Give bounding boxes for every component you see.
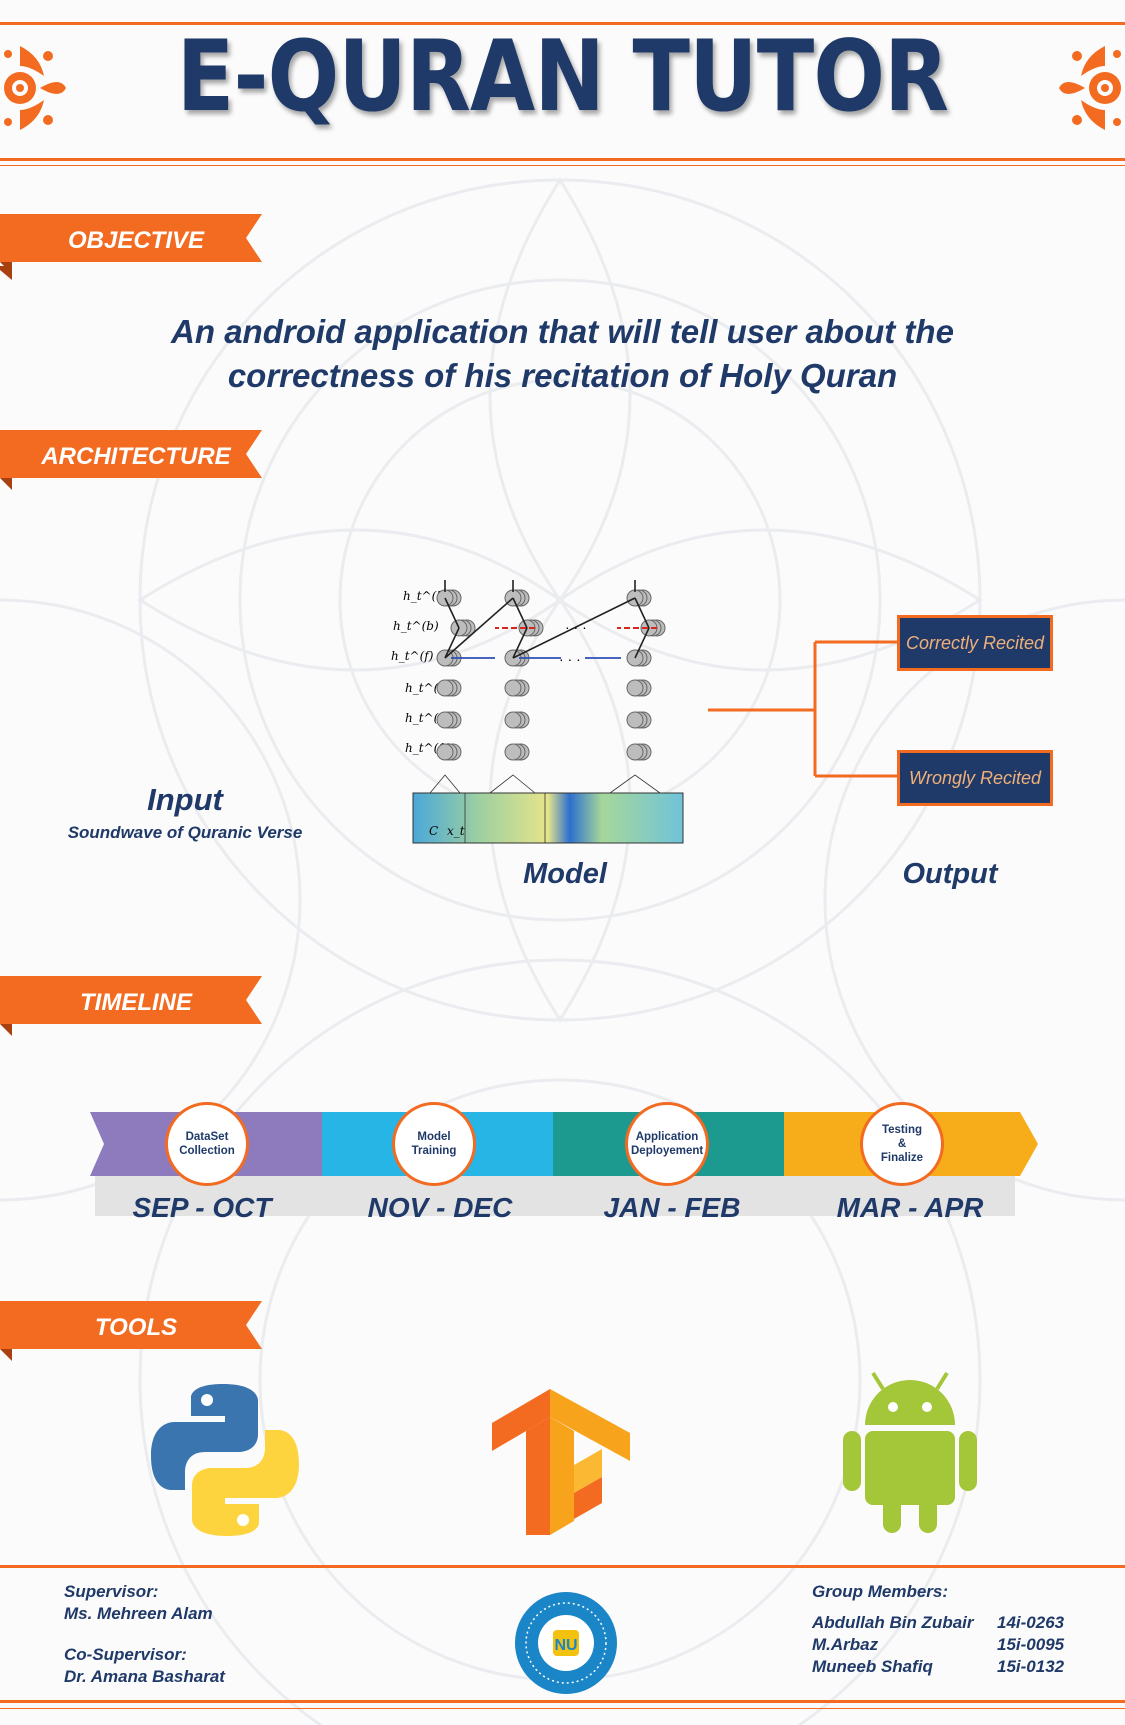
section-label-tools: TOOLS [94,1314,178,1341]
model-label-hf: h_t^(f) [391,649,434,663]
section-label-timeline: TIMELINE [80,989,192,1016]
model-label-xt: x_t [447,824,465,838]
footer-bottom-thin-line [0,1708,1125,1709]
model-node [504,711,522,729]
model-label-c: C [429,824,438,838]
ribbon-shape [0,430,262,490]
model-node [626,743,644,761]
output-title: Output [902,858,998,890]
timeline-stage-4-label: Testing & Finalize [860,1102,944,1186]
member-3-id: 15i-0132 [997,1657,1065,1676]
input-title: Input [147,782,223,817]
member-1-name: Abdullah Bin Zubair [812,1613,974,1632]
python-logo-icon [151,1384,299,1536]
ornament-right-icon [1059,46,1121,130]
tensorflow-logo-icon [492,1389,630,1535]
stage-1-line-1: DataSet [185,1131,229,1143]
cosupervisor-name: Dr. Amana Basharat [64,1667,225,1686]
model-node [436,679,454,697]
ornament-left-icon [4,46,66,130]
university-seal-icon: NU [515,1592,617,1694]
section-label-objective: OBJECTIVE [67,227,205,254]
model-label-hb: h_t^(b) [393,619,439,633]
stage-4-line-2: & [897,1138,907,1150]
model-title: Model [523,858,607,890]
page-title: E-QURAN TUTOR [176,20,949,134]
footer-bottom-line [0,1700,1125,1703]
stage-2-line-1: Model [417,1131,451,1143]
model-node [626,711,644,729]
svg-text:NU: NU [554,1637,577,1654]
model-node [436,743,454,761]
model-node [626,679,644,697]
section-label-architecture: ARCHITECTURE [41,443,231,470]
model-node [504,743,522,761]
header-bottom-thin-line [0,165,1125,166]
model-node [436,711,454,729]
stage-4-line-3: Finalize [880,1152,924,1164]
objective-line-1: An android application that will tell us… [171,313,954,350]
output-wrongly-recited: Wrongly Recited [897,750,1053,806]
ribbon-shape [0,976,262,1036]
footer-top-line [0,1565,1125,1568]
section-ribbon-architecture: ARCHITECTURE [0,424,270,496]
stage-3-line-1: Application [635,1131,699,1143]
objective-line-2: correctness of his recitation of Holy Qu… [227,357,898,394]
section-ribbon-objective: OBJECTIVE [0,208,270,280]
supervisor-label: Supervisor: [64,1582,159,1601]
android-logo-icon [843,1371,977,1533]
stage-3-line-2: Deployement [631,1145,704,1157]
member-2-name: M.Arbaz [812,1635,879,1654]
stage-4-line-1: Testing [881,1124,923,1136]
header-bottom-line [0,158,1125,161]
ribbon-shape [0,214,262,280]
soundwave-image [56,631,316,759]
input-subtitle: Soundwave of Quranic Verse [67,823,303,842]
model-node [504,679,522,697]
timeline-months-3: JAN - FEB [603,1192,741,1223]
output-connector [708,640,900,778]
member-3-name: Muneeb Shafiq [812,1657,933,1676]
timeline-months-4: MAR - APR [836,1192,984,1223]
objective-text: An android application that will tell us… [60,310,1065,398]
timeline-months-1: SEP - OCT [132,1192,272,1223]
stage-2-line-2: Training [411,1145,457,1157]
cosupervisor-label: Co-Supervisor: [64,1645,187,1664]
supervisor-name: Ms. Mehreen Alam [64,1604,213,1623]
header-top-line [0,22,1125,25]
section-ribbon-timeline: TIMELINE [0,970,270,1042]
svg-text:· · ·: · · · [565,619,587,635]
svg-text:· · ·: · · · [559,651,581,667]
timeline-months-2: NOV - DEC [367,1192,513,1223]
ribbon-shape [0,1301,262,1361]
member-1-id: 14i-0263 [997,1613,1065,1632]
output-correctly-recited: Correctly Recited [897,615,1053,671]
spectrogram [412,792,684,844]
member-2-id: 15i-0095 [997,1635,1065,1654]
section-ribbon-tools: TOOLS [0,1295,270,1367]
model-diagram: h_t^(5) h_t^(b) h_t^(f) h_t^(3) h_t^(2) … [391,580,684,844]
members-label: Group Members: [812,1582,949,1601]
timeline-shadow [95,1176,1015,1216]
stage-1-line-2: Collection [179,1145,235,1157]
